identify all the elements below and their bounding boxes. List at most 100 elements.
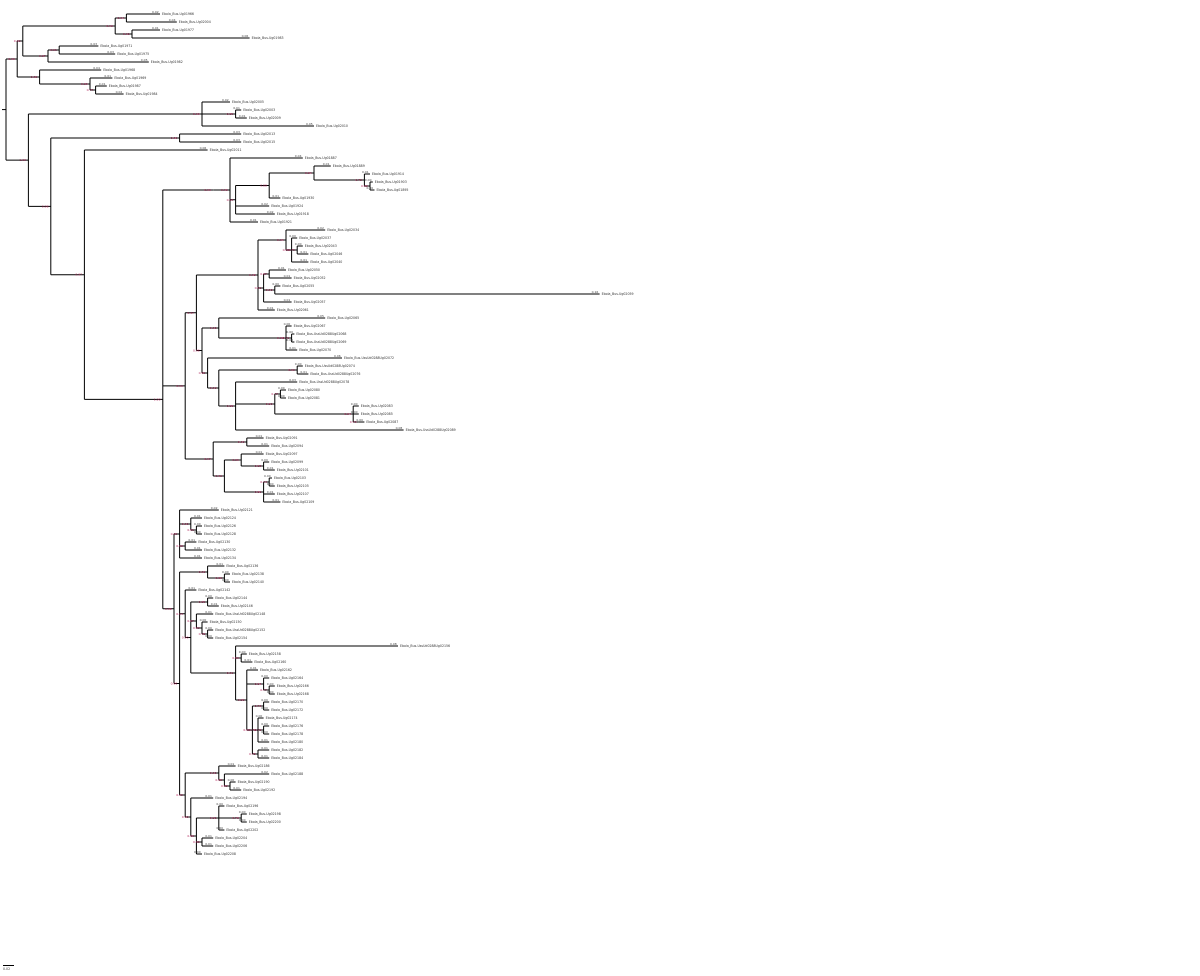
branch-length-value: 0.01: [261, 442, 268, 446]
branch-length-value: 0.00: [239, 810, 246, 814]
leaf-label: Ebola_Bus-UssUd0288Ug02076: [310, 372, 360, 376]
branch-length-value: 0.16: [592, 290, 599, 294]
support-value: 0.85: [227, 112, 234, 116]
branch-length-value: 0.04: [169, 18, 176, 22]
leaf-label: Ebola_Bus-Ug02050: [288, 268, 320, 272]
leaf-label: Ebola_Bus-Ug02154: [215, 636, 247, 640]
support-value: 0.80: [215, 576, 222, 580]
branch-length-value: 0.01: [205, 610, 212, 614]
leaf-label: Ebola_Bus-Ug01983: [252, 36, 284, 40]
leaf-label: Ebola_Bus-Ug02005: [232, 100, 264, 104]
leaf-label: Ebola_Bus-Ug02198: [249, 812, 281, 816]
branch-length-value: 0.00: [256, 714, 263, 718]
leaf-label: Ebola_Bus-Ug02013: [243, 132, 275, 136]
support-value: 0.96: [14, 39, 21, 43]
support-value: 0.98: [106, 24, 113, 28]
support-value: 0.97: [204, 457, 211, 461]
support-value: 0.95: [199, 371, 206, 375]
branch-length-value: 0.00: [365, 178, 372, 182]
branch-length-value: 0.02: [222, 98, 229, 102]
leaf-label: Ebola_Bus-Ug02206: [215, 844, 247, 848]
support-value: 0.80: [266, 402, 273, 406]
leaf-label: Ebola_Bus-Ug01918: [277, 212, 309, 216]
support-value: 0.98: [249, 273, 256, 277]
branch-length-value: 0.01: [267, 466, 274, 470]
branch-length-value: 0.08: [396, 426, 403, 430]
leaf-label: Ebola_Bus-Ug02055: [282, 284, 314, 288]
branch-length-value: 0.03: [233, 138, 240, 142]
support-value: 0.99: [176, 384, 183, 388]
leaf-label: Ebola_Bus-Ug02158: [249, 652, 281, 656]
support-value: 0.92: [182, 522, 189, 526]
scale-bar: 0.02: [3, 962, 17, 974]
branch-length-value: 0.00: [356, 418, 363, 422]
leaf-label: Ebola_Bus-UssUd0288Ug02069: [296, 340, 346, 344]
branch-length-value: 0.01: [188, 538, 195, 542]
branch-length-value: 0.00: [194, 530, 201, 534]
leaf-label: Ebola_Bus-Ug02162: [260, 668, 292, 672]
branch-length-value: 0.01: [278, 266, 285, 270]
branch-length-value: 0.01: [256, 434, 263, 438]
leaf-label: Ebola_Bus-Ug02043: [305, 244, 337, 248]
support-value: 1.00: [154, 397, 161, 401]
support-value: 0.95: [171, 532, 178, 536]
branch-length-value: 0.02: [152, 10, 159, 14]
support-value: 0.77: [87, 88, 94, 92]
support-value: 0.82: [243, 728, 250, 732]
leaf-label: Ebola_Bus-Ug02126: [204, 524, 236, 528]
leaf-label: Ebola_Bus-Ug02186: [238, 764, 270, 768]
branch-length-value: 0.03: [90, 42, 97, 46]
branch-length-value: 0.00: [295, 242, 302, 246]
branch-length-value: 0.01: [267, 306, 274, 310]
leaf-label: Ebola_Bus-Ug02128: [204, 532, 236, 536]
branch-length-value: 0.03: [289, 378, 296, 382]
branch-length-value: 0.06: [200, 146, 207, 150]
branch-length-value: 0.01: [239, 114, 246, 118]
leaf-label: Ebola_Bus-Ug02176: [271, 724, 303, 728]
branch-length-value: 0.00: [239, 650, 246, 654]
support-value: 0.72: [355, 178, 362, 182]
leaf-label: Ebola_Bus-Ug01887: [305, 156, 337, 160]
support-value: 0.76: [249, 728, 256, 732]
branch-length-value: 0.01: [152, 26, 159, 30]
leaf-label: Ebola_Bus-Ug02059: [602, 292, 634, 296]
support-value: 0.78: [232, 816, 239, 820]
support-value: 0.96: [221, 188, 228, 192]
support-value: 0.89: [81, 82, 88, 86]
support-value: 0.95: [238, 440, 245, 444]
branch-length-value: 0.01: [205, 794, 212, 798]
branch-length-value: 0.01: [211, 602, 218, 606]
support-value: 0.99: [8, 57, 15, 61]
leaf-label: Ebola_Bus-Ug02099: [271, 460, 303, 464]
branch-length-value: 0.01: [362, 170, 369, 174]
branch-length-value: 0.00: [261, 674, 268, 678]
leaf-label: Ebola_Bus-Ug02091: [266, 436, 298, 440]
support-value: 0.83: [193, 626, 200, 630]
leaf-label: Ebola_Bus-Ug02190: [238, 780, 270, 784]
leaf-label: Ebola_Bus-Ug01914: [372, 172, 404, 176]
leaf-label: Ebola_Bus-Ug02046: [310, 252, 342, 256]
branch-length-value: 0.00: [278, 386, 285, 390]
support-value: 0.88: [227, 404, 234, 408]
leaf-label: Ebola_Bus-UssUd0288Ug02156: [400, 644, 450, 648]
leaf-label: Ebola_Bus-Ug02188: [271, 772, 303, 776]
branch-length-value: 0.00: [228, 778, 235, 782]
branch-length-value: 0.02: [317, 226, 324, 230]
support-value: 0.78: [199, 632, 206, 636]
support-value: 0.92: [123, 32, 130, 36]
branch-length-value: 0.01: [205, 834, 212, 838]
leaf-label: Ebola_Bus-Ug02184: [271, 756, 303, 760]
branch-length-value: 0.00: [205, 594, 212, 598]
leaf-label: Ebola_Bus-Ug02011: [210, 148, 242, 152]
leaf-label: Ebola_Bus-Ug02003: [243, 108, 275, 112]
branch-length-value: 0.01: [99, 82, 106, 86]
leaf-label: Ebola_Bus-Ug02170: [271, 700, 303, 704]
branch-length-value: 0.01: [194, 554, 201, 558]
leaf-label: Ebola_Bus-Ug01977: [162, 28, 194, 32]
leaf-label: Ebola_Bus-Ug02138: [232, 572, 264, 576]
support-value: 0.99: [204, 188, 211, 192]
support-value: 0.81: [187, 528, 194, 532]
leaf-label: Ebola_Bus-Ug02040: [310, 260, 342, 264]
branch-length-value: 0.01: [194, 514, 201, 518]
branch-length-value: 0.01: [284, 274, 291, 278]
